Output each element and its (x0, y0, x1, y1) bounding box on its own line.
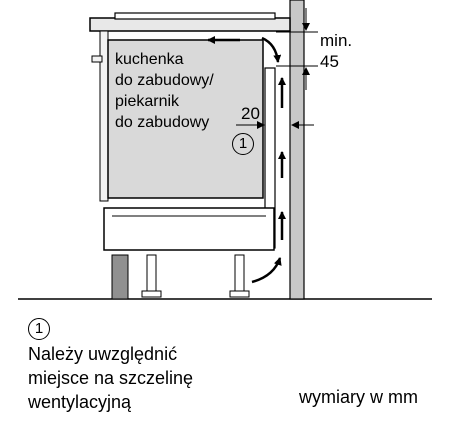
cabinet-base (103, 207, 275, 251)
wall (289, 0, 305, 300)
min-value: 45 (320, 52, 339, 71)
appliance-body (107, 39, 264, 199)
appliance-label-line-3: piekarnik (115, 93, 180, 110)
callout-number: 1 (232, 133, 254, 155)
appliance-label-line-2: do zabudowy/ (115, 72, 214, 89)
appliance-label-line-1: kuchenka (115, 51, 184, 68)
curved-arrow-icon (261, 36, 282, 63)
foot-left (146, 254, 157, 294)
curved-arrow-icon (251, 257, 282, 284)
footnote-line-3: wentylacyjną (28, 392, 132, 412)
footnote-line-1: Należy uwzględnić (28, 344, 178, 364)
min-label: min. (320, 31, 353, 50)
appliance-label-line-4: do zabudowy (115, 114, 210, 131)
plinth (111, 254, 129, 300)
hob-top (114, 12, 276, 20)
units-note: wymiary w mm (299, 387, 418, 407)
foot-right-pad (229, 290, 250, 298)
footnote-number: 1 (28, 318, 50, 340)
gap-value: 20 (241, 104, 260, 123)
footnote-line-2: miejsce na szczelinę (28, 368, 194, 388)
foot-left-pad (141, 290, 162, 298)
worktop (89, 17, 291, 32)
foot-right (234, 254, 245, 294)
cabinet-rail (91, 55, 103, 63)
